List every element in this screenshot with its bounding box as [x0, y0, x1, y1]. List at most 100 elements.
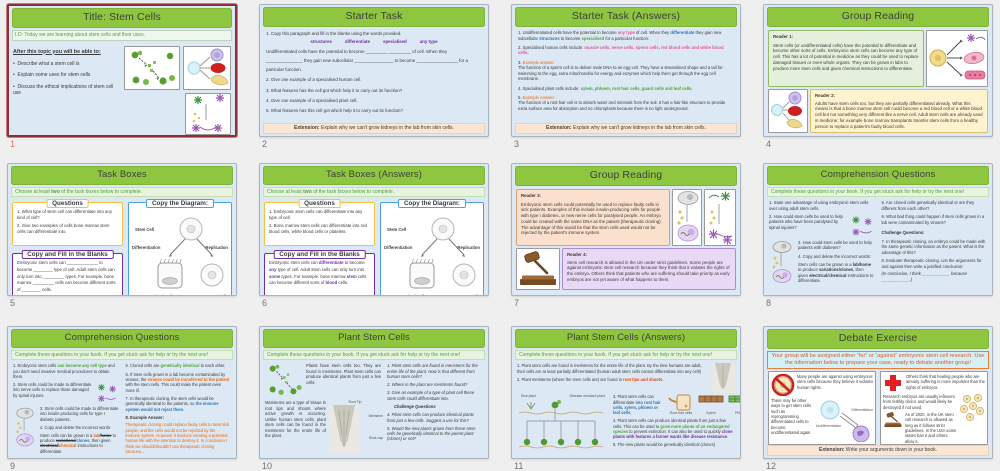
slide-thumbnail-5[interactable]: Task Boxes Choose at least two of the ta… [7, 163, 239, 308]
reader-4-label: Reader 4: [567, 252, 588, 258]
slide-title: Starter Task (Answers) [515, 7, 737, 28]
question-text: 3. How could stem cells be used to help … [798, 239, 872, 251]
answer-4: 4. Specialised plant cells include: xyle… [518, 86, 734, 91]
question-text: 5. What features has this cell got which… [266, 108, 403, 114]
slide-thumbnail-12[interactable]: Debate Exercise Your group will be assig… [763, 326, 995, 471]
conclusion-prompt: (In conclusion, I think ____________ bec… [881, 271, 967, 282]
answer-part: to each other. [199, 363, 226, 369]
xylem-icon [698, 396, 724, 403]
slide-sorter-view: { "view": {"name": "Slide sorter", "slid… [7, 4, 995, 471]
undifferentiation-label: Undifferentiation [815, 424, 842, 429]
slide-thumbnail-6[interactable]: Task Boxes (Answers) Choose at least two… [259, 163, 491, 308]
against-point-2: There may be other ways to get stem cell… [771, 398, 812, 435]
objective-text: Describe what a stem cell is [17, 60, 80, 67]
challenge-heading: Challenge Questions: [881, 230, 925, 236]
answer-text: cells can become different sorts of [269, 273, 367, 286]
word-bank-item: differentiate [70, 295, 95, 296]
answer-text: 6. If stem cells grown in a lab become c… [126, 372, 232, 393]
against-point-1: Many people are against using embryonic … [797, 374, 874, 390]
root-tip-caption: Root Tip [348, 400, 362, 405]
extension-label: Extension: [546, 125, 572, 131]
for-point-1: Others think that healing people who are… [906, 374, 985, 390]
slide-number: 11 [514, 461, 524, 471]
slide-number: 9 [10, 461, 16, 471]
copy-diagram-box: Copy the Diagram: Stem Cell Differentiat… [128, 198, 232, 295]
question-text: 6. What bad thing could happen if stem c… [881, 214, 985, 225]
slide-thumbnail-8[interactable]: Comprehension Questions Complete these q… [763, 163, 995, 308]
answer-part: / [99, 432, 101, 438]
root-tip-image [329, 404, 359, 453]
root-tip-image [711, 363, 735, 394]
answer-text: they gain new subcellular [518, 30, 722, 41]
gavel-icon [884, 412, 902, 428]
keyword: clone plants with features a farmer want… [613, 429, 733, 440]
question-text: 1. What type of stem cell can differenti… [17, 209, 112, 221]
slide-thumbnail-9[interactable]: Comprehension Questions Complete these q… [7, 326, 239, 471]
slide-thumbnail-7[interactable]: Group Reading Reader 3: Embryonic stem c… [511, 163, 743, 308]
reader-3-box: Reader 3: Embryonic stem cells could pot… [516, 189, 670, 247]
question-text: 2. Give one example of a specialised hum… [266, 77, 362, 83]
slide-thumbnail-3[interactable]: Starter Task (Answers) 1. Undifferentiat… [511, 4, 743, 149]
slide-title: Task Boxes [11, 166, 233, 185]
keyword: root tips and shoots [623, 376, 663, 382]
group-reading-body: Reader 1: Stem cells (or undifferentiate… [764, 29, 992, 134]
question-text: 1. State one advantage of using embryoni… [769, 200, 869, 211]
word-bank-item: some [35, 295, 46, 296]
answer-text: 2. Specialised human cells include: [518, 44, 585, 50]
word-choice: lab/home [852, 261, 872, 267]
slide-thumbnail-1[interactable]: Title: Stem Cells LO: Today we are learn… [7, 4, 239, 149]
reader-2-box: Reader 2: Adults have stem cells too, bu… [810, 89, 988, 134]
slide-10-canvas: Plant Stem Cells Complete these question… [259, 326, 489, 459]
slide-number: 7 [514, 298, 520, 308]
root-cap-label: Root cap [368, 436, 383, 441]
answer-part: with the stem cells. This could make the… [125, 382, 222, 393]
answer-part: and you don't need invasive medical proc… [13, 363, 115, 380]
diagram-label-stem-cell-2: Stem Cell [459, 294, 478, 295]
answer-text: to become [559, 35, 582, 41]
keyword: differentiate [670, 30, 695, 36]
plant-sprites-icon [269, 365, 302, 396]
stem-cell-diagram [409, 217, 476, 289]
slide-thumbnail-4[interactable]: Group Reading Reader 1: Stem cells (or u… [763, 4, 995, 149]
phloem-label: Phloem [735, 411, 741, 416]
band-text: of the task boxes below to complete. [311, 188, 395, 195]
slide-title: Title: Stem Cells [12, 8, 232, 29]
nerve-cells-icon [851, 216, 872, 236]
answer-part: 7. In therapeutic cloning, the stem cell… [125, 396, 214, 407]
keyword: xylem, phloem, root hair cells, guard ce… [580, 85, 693, 91]
gavel-icon [520, 251, 556, 286]
slide-number: 4 [766, 139, 772, 149]
slide-thumbnail-10[interactable]: Plant Stem Cells Complete these question… [259, 326, 491, 471]
starter-task-body: 1. Copy this paragraph and fill in the b… [260, 29, 488, 114]
questions-left-column: 1. State one advantage of using embryoni… [769, 200, 875, 283]
stem-cell-diagram [157, 217, 224, 289]
answer-part: 5. Cloned cells are [125, 363, 161, 369]
questions-box: Questions 1. Embryonic stem cells can di… [264, 198, 375, 247]
blood-cells-icon [771, 91, 803, 129]
keyword: the immune system would not reject them [125, 401, 219, 412]
answers-body: 1. Undifferentiated cells have the poten… [512, 29, 740, 111]
slide-title: Starter Task [263, 7, 485, 28]
slide-3-canvas: Starter Task (Answers) 1. Undifferentiat… [511, 4, 741, 137]
slide-title: Debate Exercise [767, 329, 989, 350]
xylem-figure: Xylem [698, 394, 724, 416]
answer-part: 4. Plant stem cells can produce identica… [613, 418, 726, 429]
band-text: Choose at least [15, 188, 52, 195]
word-bank-item: blood [103, 295, 115, 296]
reader-3-text: Embryonic stem cells could potentially b… [521, 201, 662, 236]
diagram-label-differentiation: Differentiation [132, 245, 161, 251]
insulin-cell-icon [16, 407, 34, 447]
slide-thumbnail-2[interactable]: Starter Task 1. Copy this paragraph and … [259, 4, 491, 149]
disease-resistant-label: Disease resistant plant [569, 394, 605, 399]
answer-text: types. For example, bone marrow [280, 273, 347, 279]
keyword: differentiate [318, 260, 344, 266]
answer-text: 3. Stem cells could be made to different… [40, 405, 119, 422]
answer-text: 2. Bone marrow stem cells can differenti… [269, 223, 367, 234]
objective-item: • Explain some uses for stem cells [13, 72, 91, 79]
slide-thumbnail-11[interactable]: Plant Stem Cells (Answers) Complete thes… [511, 326, 743, 471]
question-text: 1. Plant stem cells are found in meriste… [387, 363, 478, 380]
answer-text: to become [343, 260, 365, 266]
word-bank-item: differentiate [344, 39, 371, 45]
phloem-figure: Phloem [728, 394, 741, 416]
plant-cell-figures: Root hair cells Xylem Phloem [668, 394, 741, 416]
